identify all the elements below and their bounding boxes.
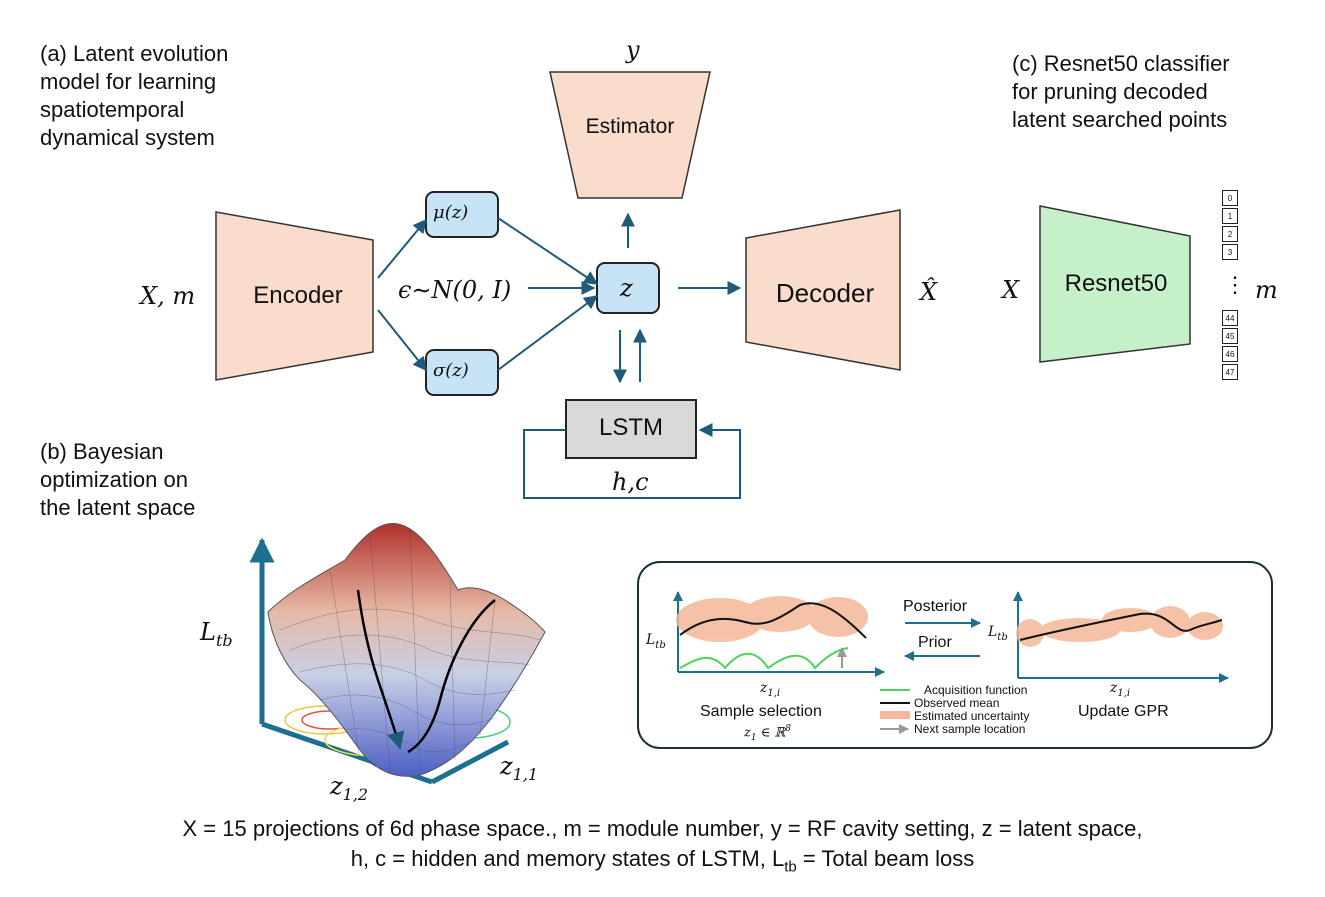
panel-a-title-line: dynamical system bbox=[40, 125, 215, 150]
gp-z-right-sub: 1,i bbox=[1117, 687, 1131, 699]
decoder-block bbox=[745, 209, 901, 371]
legend-uncertainty: Estimated uncertainty bbox=[914, 709, 1030, 723]
panel-b-title-line: optimization on bbox=[40, 467, 188, 492]
axis-z11-main: z bbox=[500, 752, 513, 780]
axis-z12-main: z bbox=[330, 772, 343, 800]
panel-a-title-line: spatiotemporal bbox=[40, 97, 185, 122]
class-box: 47 bbox=[1222, 364, 1238, 380]
sigma-label: σ(z) bbox=[433, 360, 469, 381]
prior-label: Prior bbox=[918, 634, 952, 651]
sample-selection-label: Sample selection bbox=[700, 703, 822, 720]
resnet-x-label: X bbox=[1002, 276, 1020, 304]
z-space-label: z1 ∈ ℝ8 bbox=[744, 724, 791, 743]
z-space-main: z bbox=[744, 725, 751, 741]
panel-b-title: (b) Bayesian optimization on the latent … bbox=[40, 438, 195, 522]
legend-next-sample: Next sample location bbox=[914, 722, 1026, 736]
class-box: 0 bbox=[1222, 190, 1238, 206]
sigma-box bbox=[425, 349, 499, 396]
axis-z12-label: z1,2 bbox=[330, 772, 368, 804]
class-box: 45 bbox=[1222, 328, 1238, 344]
gp-z-right-main: z bbox=[1110, 680, 1118, 696]
class-box: 1 bbox=[1222, 208, 1238, 224]
gp-L-left-main: L bbox=[646, 632, 656, 648]
caption-line-1: X = 15 projections of 6d phase space., m… bbox=[182, 816, 1143, 841]
panel-c-title-line: for pruning decoded bbox=[1012, 79, 1208, 104]
panel-c-title-line: (c) Resnet50 classifier bbox=[1012, 51, 1230, 76]
axis-z11-sub: 1,1 bbox=[512, 764, 539, 784]
caption-line-2-pre: h, c = hidden and memory states of LSTM,… bbox=[350, 846, 785, 871]
resnet-block bbox=[1039, 205, 1191, 363]
axis-L-label: Ltb bbox=[200, 618, 233, 650]
hc-label: h,c bbox=[612, 468, 649, 496]
lstm-label: LSTM bbox=[598, 414, 663, 441]
panel-a-title-line: model for learning bbox=[40, 69, 217, 94]
y-label: y bbox=[626, 36, 640, 64]
axis-z11-label: z1,1 bbox=[500, 752, 538, 784]
axis-L-sub: tb bbox=[215, 630, 233, 650]
panel-a-title: (a) Latent evolution model for learning … bbox=[40, 40, 228, 152]
gp-z-left-main: z bbox=[760, 680, 768, 696]
z-space-sub: 1 bbox=[750, 732, 757, 743]
estimator-label: Estimator bbox=[585, 115, 675, 138]
caption-line-2-post: = Total beam loss bbox=[796, 846, 975, 871]
class-dots: ⋮ bbox=[1224, 272, 1246, 297]
x-hat-label: X̂ bbox=[920, 278, 938, 306]
gp-z-left: z1,i bbox=[760, 680, 780, 699]
gp-z-left-sub: 1,i bbox=[767, 687, 781, 699]
encoder-block bbox=[215, 211, 374, 381]
gp-L-right-main: L bbox=[988, 624, 998, 640]
panel-b-title-line: (b) Bayesian bbox=[40, 439, 164, 464]
z-space-sup: 8 bbox=[785, 724, 792, 734]
legend-acquisition: Acquisition function bbox=[924, 683, 1028, 697]
update-gpr-label: Update GPR bbox=[1078, 703, 1169, 720]
input-label: X, m bbox=[140, 282, 196, 310]
resnet-label: Resnet50 bbox=[1064, 270, 1168, 297]
z-box bbox=[596, 262, 660, 314]
gp-L-right: Ltb bbox=[988, 624, 1008, 643]
mu-label: μ(z) bbox=[433, 202, 469, 223]
posterior-label: Posterior bbox=[903, 598, 968, 615]
caption-line-2: h, c = hidden and memory states of LSTM,… bbox=[0, 844, 1325, 882]
gp-z-right: z1,i bbox=[1110, 680, 1130, 699]
z-label: z bbox=[620, 274, 633, 302]
gp-L-left-sub: tb bbox=[655, 639, 666, 651]
class-box: 44 bbox=[1222, 310, 1238, 326]
gp-L-left: Ltb bbox=[646, 632, 666, 651]
encoder-label: Encoder bbox=[253, 282, 343, 309]
epsilon-label: ϵ∼N(0, I) bbox=[398, 276, 512, 304]
estimator-block bbox=[549, 71, 711, 199]
legend-observed-mean: Observed mean bbox=[914, 696, 1000, 710]
mu-box bbox=[425, 191, 499, 238]
gp-L-right-sub: tb bbox=[997, 631, 1008, 643]
axis-L-main: L bbox=[200, 618, 216, 646]
panel-b-title-line: the latent space bbox=[40, 495, 196, 520]
z-space-rest: ∈ ℝ bbox=[756, 725, 786, 741]
class-box: 46 bbox=[1222, 346, 1238, 362]
class-box: 2 bbox=[1222, 226, 1238, 242]
caption-line-2-sub: tb bbox=[784, 858, 797, 876]
class-box: 3 bbox=[1222, 244, 1238, 260]
panel-c-title: (c) Resnet50 classifier for pruning deco… bbox=[1012, 50, 1230, 134]
axis-z12-sub: 1,2 bbox=[342, 784, 369, 804]
panel-a-title-line: (a) Latent evolution bbox=[40, 41, 229, 66]
decoder-label: Decoder bbox=[775, 278, 875, 308]
resnet-m-label: m bbox=[1255, 276, 1278, 304]
panel-c-title-line: latent searched points bbox=[1012, 107, 1228, 132]
